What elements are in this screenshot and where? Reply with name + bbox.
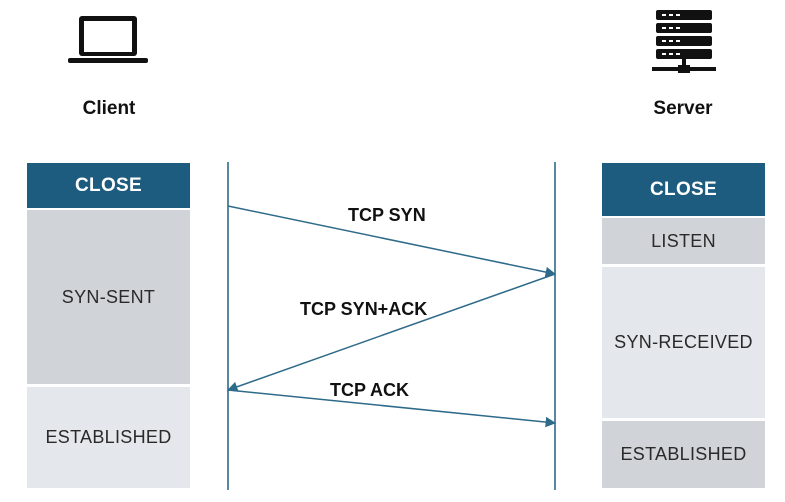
server-state-close: CLOSE [602,163,765,216]
syn-ack-label: TCP SYN+ACK [300,299,428,319]
syn-arrow [227,205,557,278]
client-state-established: ESTABLISHED [27,387,190,488]
server-state-syn-received: SYN-RECEIVED [602,267,765,418]
ack-label: TCP ACK [330,380,410,400]
server-label: Server [653,98,713,119]
client-label: Client [82,98,136,119]
syn-ack-arrow [227,273,556,392]
server-state-established: ESTABLISHED [602,421,765,488]
server-state-listen: LISTEN [602,218,765,264]
laptop-icon [68,16,148,63]
ack-arrow [227,389,557,428]
syn-label: TCP SYN [348,205,426,225]
server-rack-icon [652,10,716,73]
client-state-close: CLOSE [27,163,190,208]
client-state-syn-sent: SYN-SENT [27,210,190,384]
